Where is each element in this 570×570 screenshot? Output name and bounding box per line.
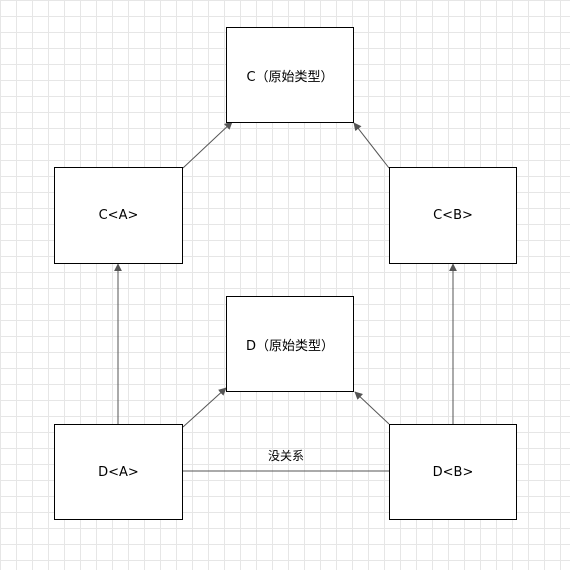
edge-d-b-to-d-raw: [354, 391, 390, 425]
edge-c-a-to-c-raw: [182, 121, 233, 169]
node-d-raw-label: D（原始类型）: [245, 338, 334, 354]
node-c-raw[interactable]: C（原始类型）: [226, 27, 354, 123]
node-d-raw[interactable]: D（原始类型）: [226, 296, 354, 392]
node-d-b[interactable]: D<B>: [389, 424, 517, 520]
edge-d-a-to-d-raw: [182, 387, 227, 428]
edge-c-b-to-c-raw: [353, 122, 390, 169]
node-d-b-label: D<B>: [432, 464, 474, 480]
node-c-a-label: C<A>: [98, 208, 139, 223]
node-c-a[interactable]: C<A>: [54, 167, 183, 264]
node-c-raw-label: C（原始类型）: [246, 69, 334, 85]
node-c-b[interactable]: C<B>: [389, 167, 517, 264]
edge-label-no-relation: 没关系: [268, 449, 305, 463]
node-d-a-label: D<A>: [98, 464, 139, 480]
node-c-b-label: C<B>: [433, 208, 473, 223]
node-d-a[interactable]: D<A>: [54, 424, 183, 520]
